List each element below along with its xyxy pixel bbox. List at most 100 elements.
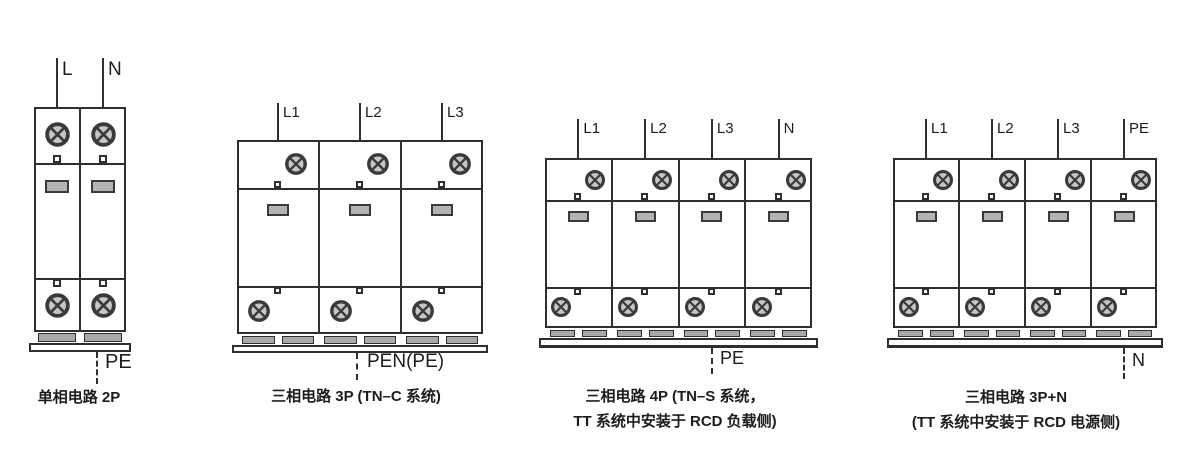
terminal-screw-icon	[449, 153, 471, 175]
module-notch	[53, 279, 61, 287]
din-clip-strip	[782, 330, 807, 337]
wire-line	[710, 119, 713, 158]
terminal-screw-icon	[785, 170, 806, 190]
status-indicator-window	[768, 211, 790, 222]
status-indicator-window	[1113, 211, 1135, 222]
terminal-screw-icon	[899, 297, 919, 317]
device-caption: TT 系统中安装于 RCD 负载侧)	[573, 413, 777, 430]
din-clip-strip	[38, 333, 76, 342]
plate-midline	[541, 345, 816, 347]
din-clip-strip	[281, 336, 314, 344]
status-indicator-window	[567, 211, 589, 222]
terminal-screw-icon	[1131, 170, 1151, 190]
bottom-wire-label: PE	[720, 348, 745, 368]
din-clip-strip	[324, 336, 357, 344]
status-indicator-window	[91, 180, 115, 193]
wire-line	[925, 119, 927, 158]
terminal-screw-icon	[285, 153, 307, 175]
din-clip-strip	[750, 330, 776, 337]
terminal-screw-icon	[90, 121, 116, 147]
din-clip-strip	[1127, 330, 1152, 337]
bottom-section-line	[34, 278, 126, 280]
module-notch	[922, 288, 929, 295]
terminal-screw-icon	[1065, 170, 1085, 190]
module-notch	[641, 193, 649, 200]
terminal-screw-icon	[412, 300, 434, 322]
module-notch	[99, 279, 107, 287]
mounting-rail-plate	[539, 338, 818, 348]
module-notch	[356, 181, 363, 188]
wire-label: L2	[365, 104, 382, 121]
din-clip-strip	[964, 330, 989, 337]
module-notch	[438, 181, 445, 188]
terminal-screw-icon	[652, 170, 673, 190]
module-notch	[438, 287, 445, 294]
wire-line	[991, 119, 993, 158]
wire-line	[1123, 119, 1125, 158]
mounting-rail-plate	[232, 345, 488, 353]
bottom-section-line	[893, 287, 1157, 289]
module-notch	[707, 193, 715, 200]
module-notch	[356, 287, 363, 294]
status-indicator-window	[45, 180, 69, 193]
device-caption: 三相电路 3P+N	[964, 389, 1068, 406]
terminal-screw-icon	[44, 121, 70, 147]
terminal-screw-icon	[248, 300, 270, 322]
top-section-line	[545, 200, 812, 202]
wire-label: L1	[931, 120, 948, 137]
module-divider	[400, 140, 402, 334]
wire-label: L1	[283, 104, 300, 121]
din-clip-strip	[84, 333, 122, 342]
terminal-screw-icon	[1097, 297, 1117, 317]
status-indicator-window	[349, 204, 371, 216]
mounting-rail-plate	[29, 343, 131, 352]
bottom-wire-label: N	[1132, 350, 1145, 370]
status-indicator-window	[981, 211, 1003, 222]
terminal-screw-icon	[551, 297, 572, 317]
wire-label: N	[783, 120, 795, 137]
module-divider	[958, 158, 960, 328]
wire-label: L3	[447, 104, 464, 121]
module-notch	[774, 288, 782, 295]
wire-label: PE	[1129, 120, 1150, 137]
wire-line	[56, 58, 58, 107]
din-clip-strip	[898, 330, 923, 337]
earth-wire-dashed-line	[711, 348, 713, 374]
terminal-screw-icon	[965, 297, 985, 317]
bottom-wire-label: PEN(PE)	[367, 351, 445, 372]
din-clip-strip	[1030, 330, 1055, 337]
module-notch	[774, 193, 782, 200]
status-indicator-window	[267, 204, 289, 216]
wire-label: L2	[997, 120, 1014, 137]
device-caption: 三相电路 4P (TN–S 系统，	[585, 388, 765, 405]
terminal-screw-icon	[330, 300, 352, 322]
wire-line	[577, 119, 580, 158]
bottom-section-line	[545, 287, 812, 289]
wire-label: L3	[1063, 120, 1080, 137]
module-divider	[677, 158, 680, 328]
module-divider	[79, 107, 81, 332]
terminal-screw-icon	[367, 153, 389, 175]
module-notch	[1120, 288, 1127, 295]
module-divider	[1090, 158, 1092, 328]
wire-line	[441, 103, 443, 140]
module-notch	[574, 193, 582, 200]
terminal-screw-icon	[585, 170, 606, 190]
module-notch	[707, 288, 715, 295]
module-notch	[99, 155, 107, 163]
status-indicator-window	[431, 204, 453, 216]
wire-line	[102, 58, 104, 107]
din-clip-strip	[1061, 330, 1086, 337]
module-notch	[1054, 193, 1061, 200]
terminal-screw-icon	[999, 170, 1019, 190]
top-section-line	[34, 163, 126, 165]
din-clip-strip	[363, 336, 396, 344]
top-section-line	[237, 188, 483, 190]
terminal-screw-icon	[1031, 297, 1051, 317]
module-notch	[641, 288, 649, 295]
device-caption: 三相电路 3P (TN–C 系统)	[271, 388, 441, 405]
din-clip-strip	[581, 330, 607, 337]
module-notch	[53, 155, 61, 163]
